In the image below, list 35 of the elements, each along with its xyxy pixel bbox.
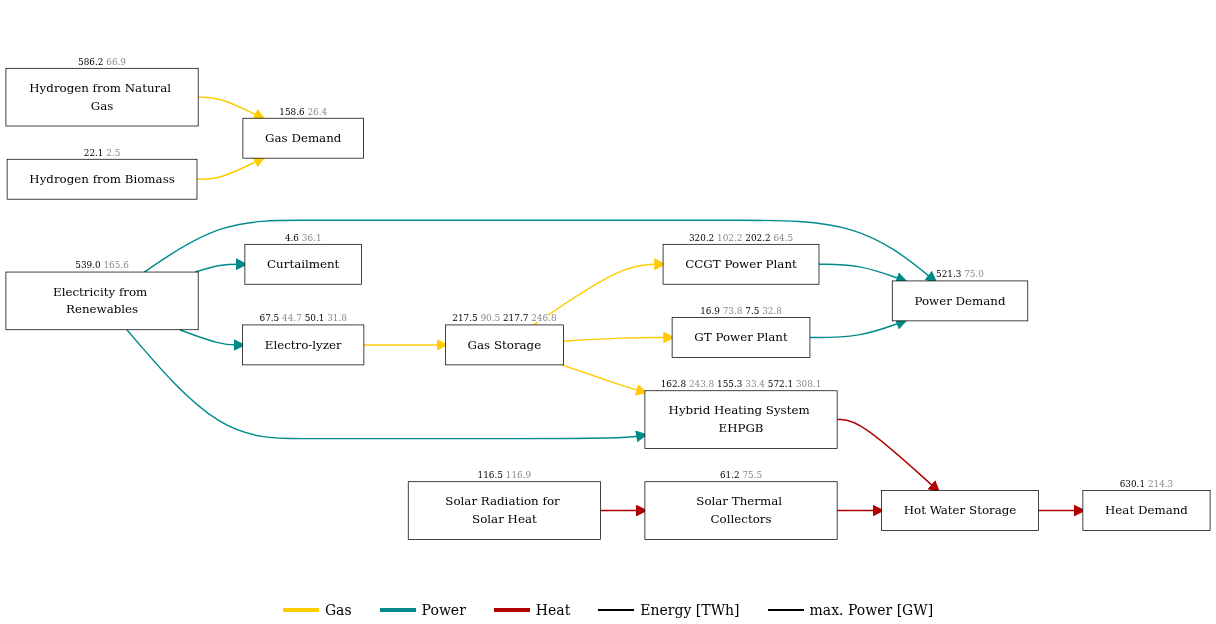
node-box: Hot Water Storage [881, 490, 1039, 531]
arrow [143, 219, 938, 283]
legend-label: Power [421, 602, 466, 618]
flow-value-label: 320.2 102.2 202.2 64.5 [688, 232, 794, 243]
node-box: Curtailment [244, 243, 362, 285]
flow-value-label: 4.6 36.1 [284, 232, 322, 243]
flow-value-label: 158.6 26.4 [279, 106, 328, 117]
node-box: Solar Radiation for Solar Heat [407, 481, 601, 540]
node-box: Hydrogen from Biomass [6, 158, 198, 200]
node-box: Power Demand [891, 280, 1029, 322]
node-box: Solar Thermal Collectors [644, 481, 838, 540]
node-box: Hybrid Heating System EHPGB [644, 390, 838, 449]
node-box: Gas Demand [242, 117, 364, 159]
node-box: Hydrogen from Natural Gas [5, 67, 199, 127]
flow-value-label: 61.2 75.5 [719, 470, 763, 480]
flow-value-label: 16.9 73.8 7.5 32.8 [700, 305, 782, 316]
flow-value-label: 162.8 243.8 155.3 33.4 572.1 308.1 [660, 379, 822, 390]
flow-value-label: 116.5 116.9 [477, 470, 532, 480]
flow-value-label: 67.5 44.7 50.1 31.8 [259, 313, 347, 324]
flow-value-label: 521.3 75.0 [936, 269, 984, 280]
flow-value-label: 630.1 214.3 [1119, 478, 1174, 489]
node-box: Electricity from Renewables [5, 271, 199, 331]
flow-value-label: 22.1 2.5 [83, 147, 121, 158]
legend-label: max. Power [GW] [809, 602, 934, 618]
node-box: Gas Storage [445, 324, 564, 366]
legend-label: Gas [324, 602, 352, 618]
node-box: Electro-lyzer [242, 324, 365, 366]
node-box: Heat Demand [1082, 490, 1211, 531]
flow-value-label: 586.2 66.9 [78, 56, 126, 67]
arrow [197, 96, 266, 120]
legend-label: Energy [TWh] [640, 602, 740, 618]
legend-label: Heat [535, 602, 571, 618]
flow-value-label: 539.0 165.6 [75, 260, 129, 271]
node-box: CCGT Power Plant [662, 243, 820, 285]
node-box: GT Power Plant [671, 317, 811, 358]
